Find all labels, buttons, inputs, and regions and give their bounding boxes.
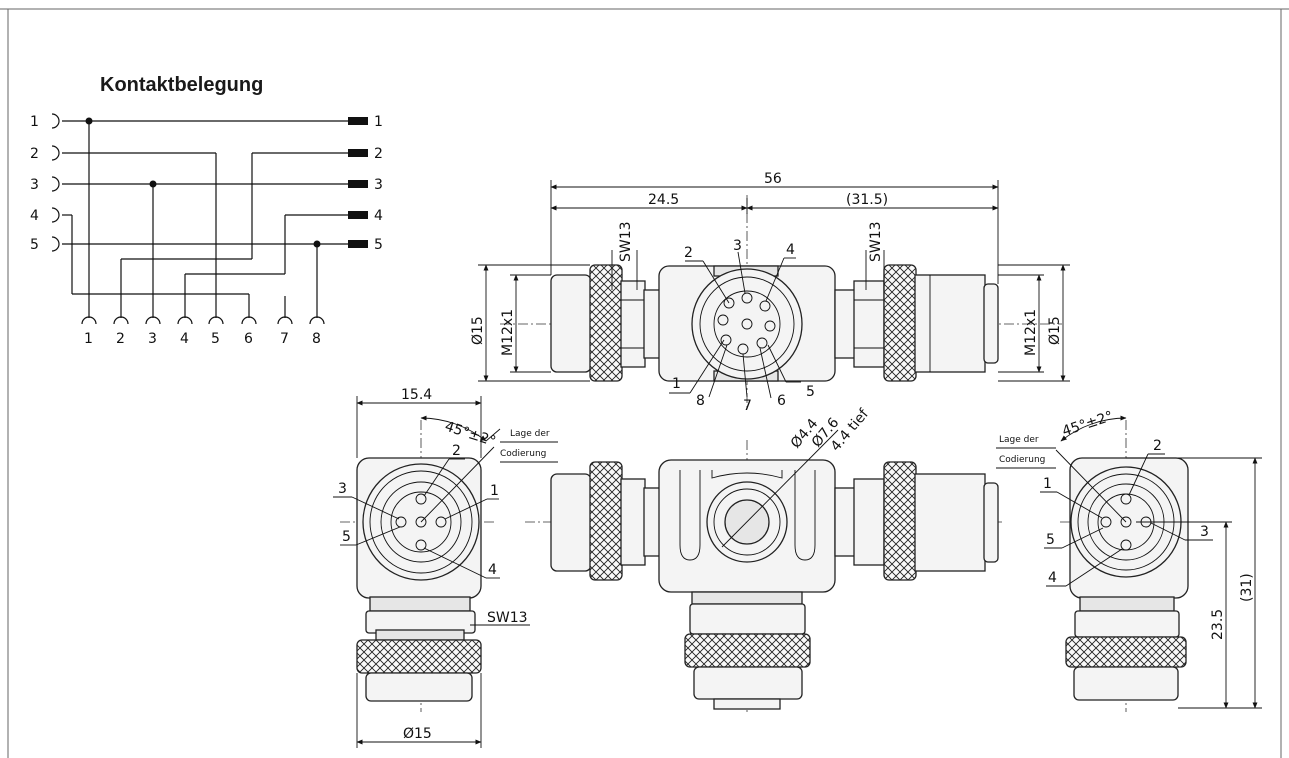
left-view-pin-3: 3 [338, 481, 347, 497]
left-view-coding-label-2: Codierung [500, 449, 546, 459]
left-thread-label: M12x1 [500, 309, 516, 356]
right-knurled-nut [883, 264, 917, 382]
right-view-pin-3: 3 [1200, 524, 1209, 540]
left-view-width: 15.4 [401, 387, 432, 403]
right-view-pin-1: 1 [1043, 476, 1052, 492]
left-wrench-size-label: SW13 [618, 221, 634, 262]
top-pin-8: 8 [696, 393, 705, 409]
bottom-pin-label: 1 [84, 331, 93, 347]
top-pin-3: 3 [733, 238, 742, 254]
right-end-view: 45°±2° Lage der Codierung 2 3 1 5 4 23.5… [996, 408, 1262, 712]
top-view: 56 24.5 (31.5) Ø15 M12x1 SW13 Ø15 M12x1 … [470, 171, 1070, 414]
input-pin-label: 3 [30, 177, 39, 193]
top-pin-7: 7 [743, 398, 752, 414]
left-end-view: 15.4 Ø15 SW13 45°±2° Lage der Codierung … [333, 387, 558, 748]
left-diameter-label: Ø15 [470, 316, 486, 345]
pin-contact-symbol [348, 117, 368, 125]
left-view-coding-label-1: Lage der [510, 429, 550, 439]
bottom-socket-symbol [208, 316, 224, 325]
output-pin-label: 4 [374, 208, 383, 224]
left-view-angle: 45°±2° [443, 419, 498, 450]
left-view-knurled-nut [356, 639, 482, 674]
bottom-socket-symbol [309, 316, 325, 325]
pin-contact-symbol [348, 240, 368, 248]
bottom-socket-symbol [277, 316, 293, 325]
top-view-pin-face [717, 292, 776, 355]
left-view-pin-4: 4 [488, 562, 497, 578]
right-view-coding-label-2: Codierung [999, 455, 1045, 465]
right-view-pin-4: 4 [1048, 570, 1057, 586]
left-view-diameter: Ø15 [403, 726, 432, 742]
bottom-pin-label: 3 [148, 331, 157, 347]
socket-contact-symbol [51, 207, 60, 223]
bottom-pin-label: 2 [116, 331, 125, 347]
schematic-wires [62, 120, 348, 318]
front-bottom-knurled-nut [684, 633, 811, 668]
output-pin-label: 1 [374, 114, 383, 130]
pin-contact-symbol [348, 180, 368, 188]
front-right-knurled-nut [883, 461, 917, 581]
bottom-socket-symbol [241, 316, 257, 325]
bottom-pin-label: 7 [280, 331, 289, 347]
output-pin-label: 5 [374, 237, 383, 253]
right-wrench-size-label: SW13 [868, 221, 884, 262]
dim-total-length: 56 [764, 171, 782, 187]
bottom-socket-symbol [113, 316, 129, 325]
dim-left-length: 24.5 [648, 192, 679, 208]
input-pin-label: 5 [30, 237, 39, 253]
socket-contact-symbol [51, 176, 60, 192]
pin-contact-symbol [348, 149, 368, 157]
bottom-pin-label: 6 [244, 331, 253, 347]
right-view-pin-2: 2 [1153, 438, 1162, 454]
input-pin-label: 2 [30, 146, 39, 162]
right-view-pin-5: 5 [1046, 532, 1055, 548]
output-pin-label: 2 [374, 146, 383, 162]
right-view-total-height: (31) [1239, 573, 1255, 602]
left-view-pin-2: 2 [452, 443, 461, 459]
top-pin-5: 5 [806, 384, 815, 400]
top-pin-1: 1 [672, 376, 681, 392]
dim-right-length: (31.5) [846, 192, 888, 208]
front-left-knurled-nut [589, 461, 623, 581]
left-view-wrench-size: SW13 [487, 610, 528, 626]
top-view-pin-callouts: 2 3 4 1 8 7 6 5 [669, 238, 815, 414]
input-pin-label: 4 [30, 208, 39, 224]
right-view-coding-label-1: Lage der [999, 435, 1039, 445]
bottom-socket-symbol [81, 316, 97, 325]
schematic-junctions [85, 117, 321, 248]
left-view-pin-5: 5 [342, 529, 351, 545]
bottom-pin-label: 5 [211, 331, 220, 347]
pin-contact-symbol [348, 211, 368, 219]
bottom-socket-symbol [177, 316, 193, 325]
bottom-socket-symbol [145, 316, 161, 325]
bottom-pin-label: 8 [312, 331, 321, 347]
socket-contact-symbol [51, 113, 60, 129]
bottom-pin-label: 4 [180, 331, 189, 347]
schematic-title: Kontaktbelegung [100, 74, 263, 96]
right-view-knurled-nut [1065, 636, 1187, 668]
socket-contact-symbol [51, 236, 60, 252]
right-thread-label: M12x1 [1023, 309, 1039, 356]
top-pin-6: 6 [777, 393, 786, 409]
input-pin-label: 1 [30, 114, 39, 130]
left-knurled-nut [589, 264, 623, 382]
socket-contact-symbol [51, 145, 60, 161]
output-pin-label: 3 [374, 177, 383, 193]
right-view-height: 23.5 [1210, 609, 1226, 640]
contact-assignment-schematic: Kontaktbelegung 1 2 3 4 5 [30, 74, 383, 347]
top-pin-2: 2 [684, 245, 693, 261]
right-view-angle: 45°±2° [1060, 408, 1115, 439]
right-diameter-label: Ø15 [1047, 316, 1063, 345]
left-view-pin-1: 1 [490, 483, 499, 499]
front-view: Ø4.4 Ø7.6 4.4 tief [525, 405, 1002, 712]
top-pin-4: 4 [786, 242, 795, 258]
